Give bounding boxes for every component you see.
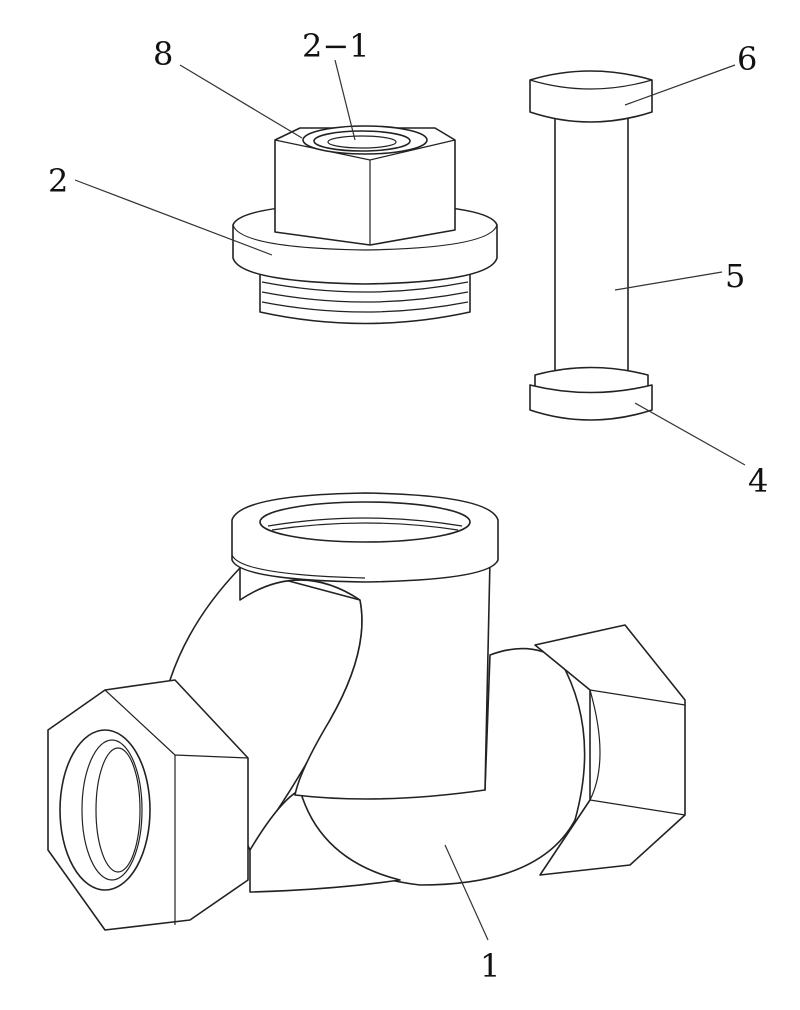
base-4 [529,384,653,421]
pin-assembly [529,70,653,421]
label-2-1: 2−1 [302,27,370,65]
leader-2-1 [334,59,356,141]
leader-6 [624,64,736,106]
right-hex-edges [589,689,686,816]
cap-6-edge [529,79,653,90]
label-5: 5 [725,257,745,295]
right-hex-nut [534,624,686,876]
label-8: 8 [153,35,173,73]
leader-8 [179,64,303,139]
leader-4 [634,402,746,466]
hex-nut [274,127,456,246]
leader-5 [614,271,723,291]
body-bottom [249,789,401,893]
top-collar-edge [231,554,366,579]
label-6: 6 [737,40,757,78]
plug-flange-edge [232,224,498,251]
cap-6 [529,70,653,123]
label-1: 1 [480,947,500,985]
plug-threads [261,281,469,313]
leader-2 [74,179,273,256]
left-thread-2 [95,747,141,873]
body-cylinder [239,559,491,800]
plug-part-2 [232,125,498,325]
leader-lines [74,59,746,941]
label-2: 2 [48,162,68,200]
top-opening [259,501,471,543]
top-opening-threads [267,517,463,531]
left-opening [59,729,151,891]
label-4: 4 [748,462,768,500]
valve-body-1 [47,492,686,931]
hex-nut-edges [274,139,456,245]
seal-ring-inner [327,135,397,149]
shaft-5 [554,114,629,381]
left-hex-edges [104,689,249,925]
left-thread-1 [81,739,143,881]
leader-1 [444,844,489,941]
